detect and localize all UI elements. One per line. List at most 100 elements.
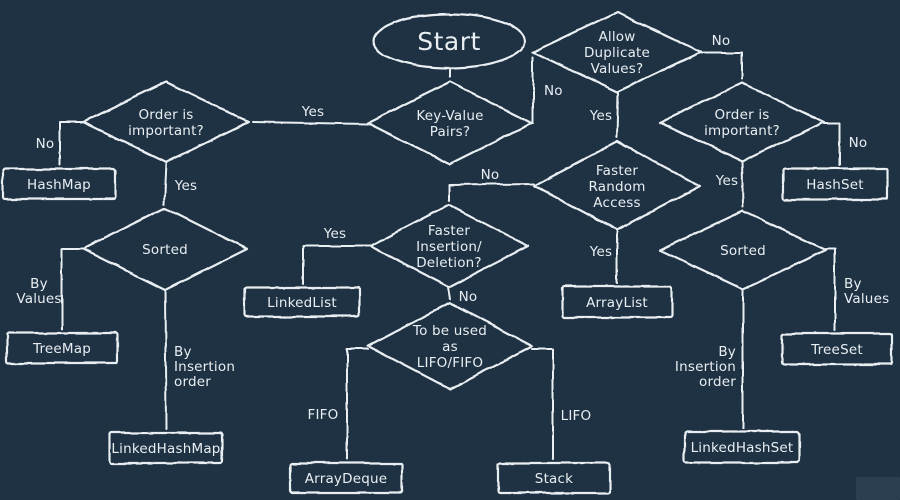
process-rect-shape xyxy=(683,430,801,464)
edge-line-orderright-yes-sortedright xyxy=(742,160,744,208)
edge-orderright-yes-sortedright: Yes xyxy=(715,160,744,208)
edge-label-line: Yes xyxy=(589,108,612,124)
edge-label-line: No xyxy=(712,33,731,49)
process-rect-shape xyxy=(108,431,224,465)
edge-label-fasterrandom-no-fasterinsertion: No xyxy=(481,167,500,183)
edge-keyvalue-no-allowduplicate: No xyxy=(532,56,563,124)
node-label-start: Start xyxy=(417,27,481,56)
edge-label-fasterrandom-yes-arraylist: Yes xyxy=(589,244,612,260)
start-ellipse-shape xyxy=(371,12,527,70)
edge-label-line: No xyxy=(544,83,563,99)
edge-label-line: By xyxy=(174,344,192,360)
node-start: Start xyxy=(371,12,527,70)
node-stack: Stack xyxy=(496,461,612,495)
edge-label-orderleft-yes-sortedleft: Yes xyxy=(174,178,197,194)
node-label-arraydeque: ArrayDeque xyxy=(305,471,388,487)
edge-line-orderleft-no-hashmap xyxy=(60,121,84,166)
edge-line-fasterrandom-no-fasterinsertion xyxy=(449,183,535,202)
edge-line-keyvalue-yes-orderleft xyxy=(252,122,369,125)
node-label-arraylist: ArrayList xyxy=(586,295,648,311)
edge-label-keyvalue-yes-orderleft: Yes xyxy=(301,104,324,120)
edge-line-orderright-no-hashset xyxy=(823,122,841,166)
node-label-line: Random xyxy=(588,179,645,195)
edge-label-line: order xyxy=(699,374,736,390)
decision-diamond-shape xyxy=(532,140,702,232)
edge-label-orderright-no-hashset: No xyxy=(849,135,868,151)
edge-label-allowduplicate-yes-fasterrandom: Yes xyxy=(589,108,612,124)
edge-lifofifo-lifo-stack: LIFO xyxy=(531,348,592,460)
node-label-line: TreeMap xyxy=(32,341,91,357)
node-label-line: HashSet xyxy=(806,177,864,193)
node-label-line: ArrayDeque xyxy=(305,471,388,487)
edge-label-line: Yes xyxy=(589,244,612,260)
node-label-line: ArrayList xyxy=(586,295,648,311)
node-linkedhashset: LinkedHashSet xyxy=(683,430,801,464)
node-label-line: Faster xyxy=(596,163,638,179)
node-hashmap: HashMap xyxy=(1,167,117,201)
node-treeset: TreeSet xyxy=(780,332,894,366)
edge-line-lifofifo-fifo-arraydeque xyxy=(347,348,369,460)
edge-allowduplicate-no-orderright: No xyxy=(700,33,743,80)
decision-diamond-shape xyxy=(658,81,826,163)
edge-label-line: order xyxy=(174,374,211,390)
decision-diamond-shape xyxy=(366,80,534,166)
node-label-line: Sorted xyxy=(720,243,766,259)
decision-diamond-shape xyxy=(81,80,251,164)
edge-orderright-no-hashset: No xyxy=(823,122,868,166)
process-rect-shape xyxy=(243,286,361,318)
edge-orderleft-yes-sortedleft: Yes xyxy=(164,161,197,205)
process-rect-shape xyxy=(288,461,404,495)
edge-line-sortedright-byvalues-treeset xyxy=(825,248,836,331)
node-label-line: Duplicate xyxy=(584,45,650,61)
edge-line-orderleft-yes-sortedleft xyxy=(164,161,167,205)
edge-label-line: Insertion xyxy=(675,359,736,375)
process-rect-shape xyxy=(560,285,674,319)
edge-label-allowduplicate-no-orderright: No xyxy=(712,33,731,49)
node-label-line: Order is xyxy=(138,107,193,123)
edge-label-line: Yes xyxy=(174,178,197,194)
edge-line-sortedleft-byinsertion-linkedhashmap xyxy=(165,289,167,430)
node-sorted-left: Sorted xyxy=(81,206,249,292)
node-label-line: Access xyxy=(593,195,640,211)
edge-keyvalue-yes-orderleft: Yes xyxy=(252,104,369,125)
edge-fasterinsertion-no-lifofifo: No xyxy=(448,286,477,305)
edge-orderleft-no-hashmap: No xyxy=(36,121,84,166)
node-label-line: LIFO/FIFO xyxy=(417,355,483,371)
node-label-line: Values? xyxy=(591,61,644,77)
node-label-line: Sorted xyxy=(142,242,188,258)
node-label-treeset: TreeSet xyxy=(810,342,863,358)
edge-allowduplicate-yes-fasterrandom: Yes xyxy=(589,91,619,139)
node-label-line: Order is xyxy=(714,107,769,123)
edge-label-orderleft-no-hashmap: No xyxy=(36,136,55,152)
node-label-line: To be used xyxy=(412,323,487,339)
edge-label-lifofifo-lifo-stack: LIFO xyxy=(561,408,592,424)
edge-label-orderright-yes-sortedright: Yes xyxy=(715,173,738,189)
watermark-artifact xyxy=(856,477,900,500)
node-label-sorted-left: Sorted xyxy=(142,242,188,258)
edge-lifofifo-fifo-arraydeque: FIFO xyxy=(308,348,369,460)
decision-diamond-shape xyxy=(366,301,534,391)
node-label-line: Key-Value xyxy=(416,108,483,124)
node-label-sorted-right: Sorted xyxy=(720,243,766,259)
node-label-linkedlist: LinkedList xyxy=(267,295,337,311)
decision-diamond-shape xyxy=(81,206,249,292)
process-rect-shape xyxy=(780,332,894,366)
edge-label-lifofifo-fifo-arraydeque: FIFO xyxy=(308,407,339,423)
node-hashset: HashSet xyxy=(781,167,889,201)
edge-label-line: By xyxy=(844,276,862,292)
edge-line-sortedleft-byvalues-treemap xyxy=(62,248,85,330)
node-label-line: HashMap xyxy=(27,177,91,193)
